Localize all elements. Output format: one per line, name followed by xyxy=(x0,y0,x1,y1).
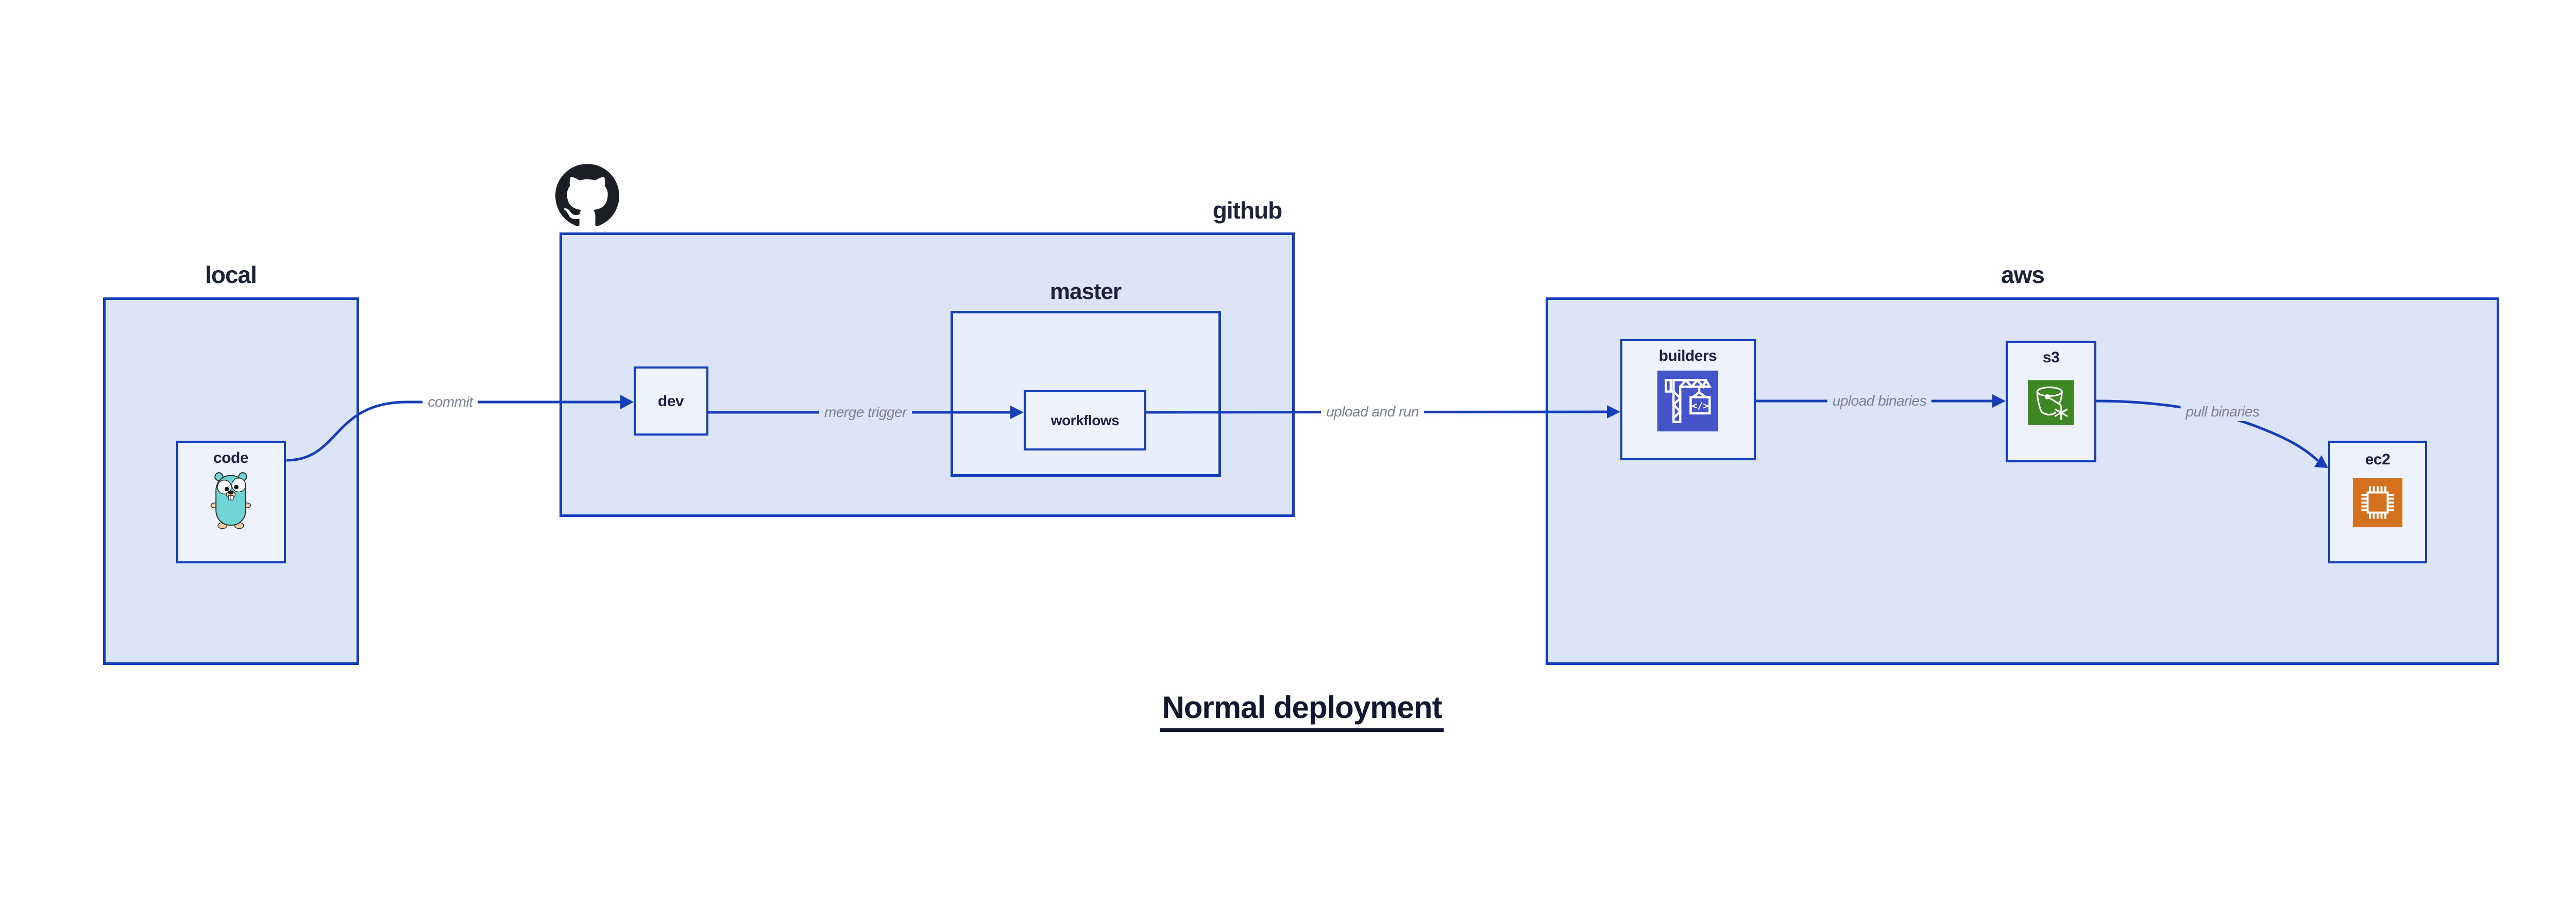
ec2-chip-icon xyxy=(2353,478,2402,527)
edge-label-upload-and-run: upload and run xyxy=(1321,403,1424,421)
codebuild-crane-icon: </> xyxy=(1657,371,1718,431)
code-node-label: code xyxy=(213,449,249,466)
local-container-label: local xyxy=(205,261,257,288)
aws-container-label: aws xyxy=(2001,261,2045,288)
ec2-label: ec2 xyxy=(2365,451,2391,468)
dev-branch-label: dev xyxy=(657,393,684,410)
edge-label-pull-binaries: pull binaries xyxy=(2180,403,2265,421)
builders-label: builders xyxy=(1658,347,1717,364)
s3-label: s3 xyxy=(2042,349,2060,366)
svg-text:</>: </> xyxy=(1691,401,1708,412)
s3-node xyxy=(2006,341,2096,462)
edge-label-merge-trigger: merge trigger xyxy=(819,403,912,422)
github-octocat-icon xyxy=(555,164,619,226)
github-container-label: github xyxy=(1212,197,1282,224)
edge-label-upload-binaries: upload binaries xyxy=(1827,392,1932,410)
edge-label-commit: commit xyxy=(422,393,478,411)
dev-branch-node xyxy=(634,366,708,436)
s3-bucket-snowflake-icon xyxy=(2028,380,2074,425)
go-gopher-icon xyxy=(210,472,251,529)
master-branch-label: master xyxy=(1049,279,1122,304)
workflows-node xyxy=(1024,390,1146,450)
workflows-label: workflows xyxy=(1050,412,1120,428)
diagram-title: Normal deployment xyxy=(1160,690,1444,732)
